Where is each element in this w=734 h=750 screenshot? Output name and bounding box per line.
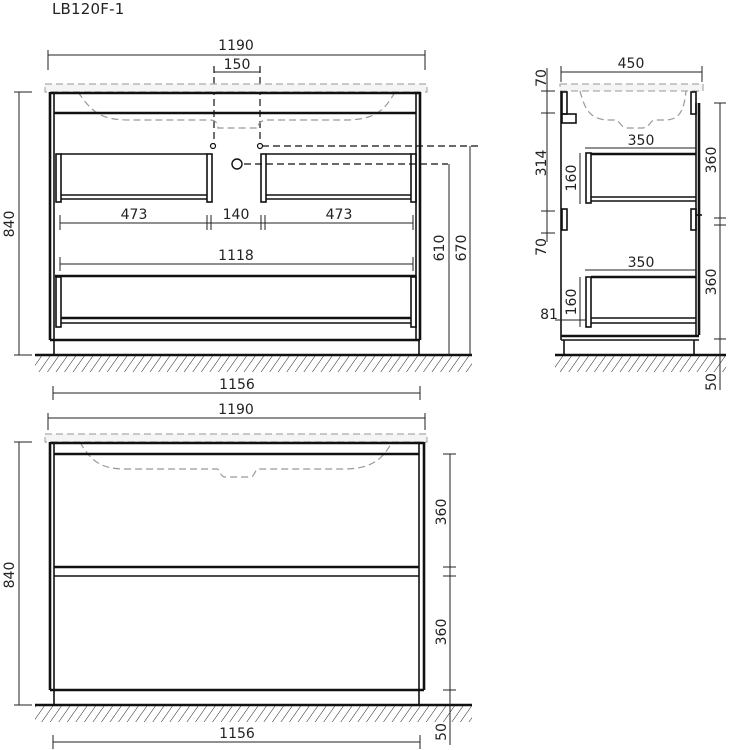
dimension-base-1156: 1156 <box>52 377 421 400</box>
svg-text:473: 473 <box>326 207 353 223</box>
dimension-width-1190: 1190 <box>47 38 426 70</box>
svg-text:610: 610 <box>432 235 448 262</box>
svg-text:360: 360 <box>704 269 720 296</box>
dimension-pipe-heights: 610 670 <box>432 146 471 355</box>
svg-text:314: 314 <box>534 150 550 177</box>
drawer-front-lower <box>50 575 424 692</box>
svg-text:450: 450 <box>618 56 645 72</box>
front-open-view: 1190 150 <box>2 38 478 400</box>
svg-text:840: 840 <box>2 562 18 589</box>
basin-outline-closed <box>79 441 393 478</box>
dimension-height-840-closed: 840 <box>2 441 32 706</box>
svg-text:140: 140 <box>223 207 250 223</box>
svg-text:50: 50 <box>434 723 450 741</box>
dimension-drawer-depths: 350 350 <box>585 133 696 271</box>
dimension-depth-450: 450 <box>560 56 703 82</box>
svg-text:1156: 1156 <box>219 726 255 742</box>
svg-text:360: 360 <box>434 499 450 526</box>
svg-text:81: 81 <box>540 307 558 323</box>
svg-text:1190: 1190 <box>218 38 254 54</box>
svg-text:670: 670 <box>454 235 470 262</box>
svg-text:160: 160 <box>564 165 580 192</box>
svg-text:70: 70 <box>534 238 550 256</box>
svg-text:1190: 1190 <box>218 402 254 418</box>
svg-text:360: 360 <box>434 619 450 646</box>
dimension-front-heights-closed: 360 360 50 <box>434 453 456 745</box>
dimension-siphon-150: 150 <box>209 57 264 170</box>
svg-text:1156: 1156 <box>219 377 255 393</box>
countertop <box>44 83 428 93</box>
svg-text:360: 360 <box>704 147 720 174</box>
svg-text:50: 50 <box>704 373 720 391</box>
basin-outline <box>77 91 396 129</box>
svg-text:70: 70 <box>534 69 550 87</box>
svg-text:350: 350 <box>628 133 655 149</box>
floor-hatch <box>35 356 472 372</box>
dimension-drawer-heights: 160 160 81 <box>540 153 586 327</box>
dimension-drawer-widths: 473 140 473 <box>59 207 414 230</box>
drawer-lower <box>55 274 417 328</box>
svg-text:150: 150 <box>224 57 251 73</box>
basin-side-outline <box>579 90 687 129</box>
dimension-width-1190-closed: 1190 <box>47 402 426 430</box>
dimension-right-stack: 360 360 50 <box>704 102 726 391</box>
dimension-base-1156-closed: 1156 <box>52 726 421 749</box>
drawer-upper-right <box>260 153 417 203</box>
svg-text:1118: 1118 <box>218 248 254 264</box>
svg-text:160: 160 <box>564 289 580 316</box>
dimension-left-stack: 70 314 70 <box>534 68 555 256</box>
model-title: LB120F-1 <box>52 0 125 18</box>
front-closed-view: 1190 840 360 3 <box>2 402 472 749</box>
drawer-upper-left <box>55 153 213 203</box>
svg-text:350: 350 <box>628 255 655 271</box>
side-section-view: 450 <box>534 56 726 391</box>
dimension-lower-drawer-1118: 1118 <box>59 248 414 271</box>
svg-text:840: 840 <box>2 211 18 238</box>
svg-text:473: 473 <box>121 207 148 223</box>
dimension-height-840: 840 <box>2 91 32 356</box>
